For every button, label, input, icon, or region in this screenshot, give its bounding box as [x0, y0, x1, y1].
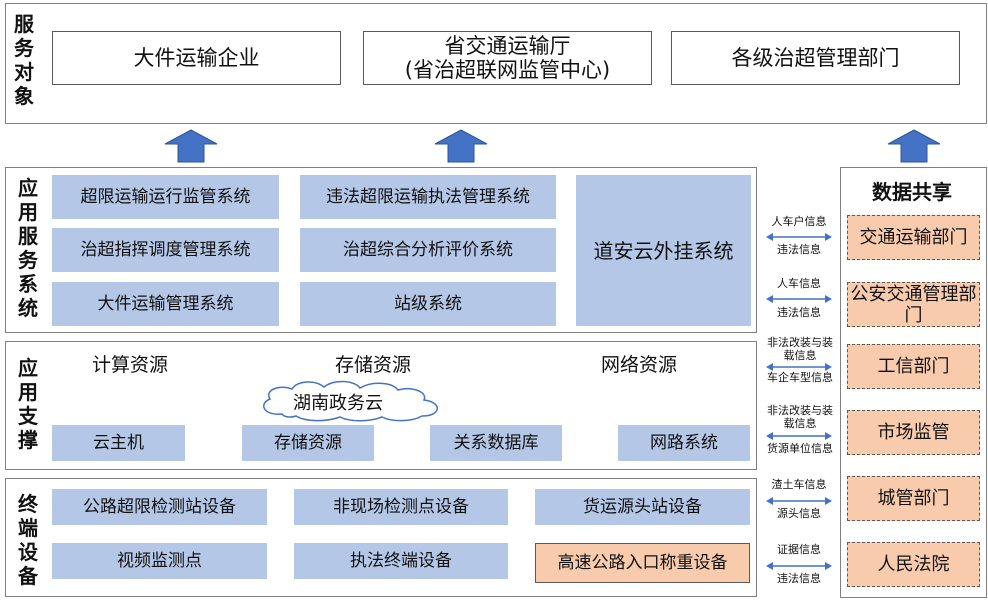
service-box-3: 各级治超管理部门	[671, 31, 960, 85]
up-arrow-icon	[887, 129, 941, 163]
support-item-2: 存储资源	[242, 425, 374, 461]
flow-2-bottom: 违法信息	[777, 306, 821, 319]
terminal-row1-item-1: 公路超限检测站设备	[52, 489, 267, 525]
resource-compute: 计算资源	[92, 354, 169, 376]
terminal-row2-item-3: 高速公路入口称重设备	[535, 543, 750, 583]
double-arrow-icon	[766, 295, 832, 303]
service-box-3-label: 各级治超管理部门	[731, 46, 900, 70]
sharing-item-5: 城管部门	[847, 476, 980, 521]
resource-storage: 存储资源	[335, 354, 412, 376]
support-item-1: 云主机	[52, 425, 185, 461]
double-arrow-icon	[766, 233, 832, 241]
sharing-item-6: 人民法院	[847, 542, 980, 587]
service-box-1: 大件运输企业	[52, 31, 341, 85]
up-arrow-icon	[434, 129, 488, 163]
app-system-big-box: 道安云外挂系统	[576, 175, 751, 326]
app-system-col2-item-2: 治超综合分析评价系统	[300, 228, 556, 272]
up-arrow-icon	[164, 129, 218, 163]
service-box-1-label: 大件运输企业	[133, 46, 260, 70]
service-box-2-label: 省交通运输厅	[444, 34, 571, 58]
cloud-icon	[263, 380, 438, 422]
double-arrow-icon	[766, 562, 832, 570]
resource-network: 网络资源	[601, 354, 678, 376]
flow-4-top: 非法改装与装载信息	[767, 404, 833, 430]
terminal-row1-item-3: 货运源头站设备	[535, 489, 750, 525]
flow-6-top: 证据信息	[777, 543, 821, 556]
flow-6-bottom: 违法信息	[777, 572, 821, 585]
double-arrow-icon	[766, 363, 832, 371]
terminal-row2-item-2: 执法终端设备	[294, 543, 508, 579]
app-system-title: 应用服务系统	[18, 176, 38, 320]
sharing-item-2: 公安交通管理部门	[847, 282, 980, 327]
terminal-row1-item-2: 非现场检测点设备	[294, 489, 508, 525]
sharing-item-1: 交通运输部门	[847, 215, 980, 260]
double-arrow-icon	[766, 497, 832, 505]
app-system-col2-item-1: 违法超限运输执法管理系统	[300, 175, 556, 219]
service-box-2-sublabel: (省治超联网监管中心)	[404, 58, 611, 82]
support-item-3: 关系数据库	[430, 425, 562, 461]
sharing-item-4: 市场监管	[847, 410, 980, 455]
flow-4-bottom: 货源单位信息	[767, 442, 833, 455]
service-box-2: 省交通运输厅 (省治超联网监管中心)	[363, 31, 652, 85]
sharing-title: 数据共享	[872, 180, 952, 204]
app-system-col1-item-1: 超限运输运行监管系统	[52, 175, 279, 219]
flow-1-top: 人车户信息	[771, 215, 827, 228]
flow-3-top: 非法改装与装载信息	[767, 336, 833, 362]
service-title: 服务对象	[14, 12, 34, 108]
flow-5-top: 渣土车信息	[771, 478, 827, 491]
double-arrow-icon	[766, 432, 832, 440]
app-system-col1-item-3: 大件运输管理系统	[52, 282, 279, 326]
app-system-col1-item-2: 治超指挥调度管理系统	[52, 228, 279, 272]
terminal-title: 终端设备	[18, 492, 38, 588]
flow-1-bottom: 违法信息	[777, 243, 821, 256]
app-system-col2-item-3: 站级系统	[300, 282, 556, 326]
flow-2-top: 人车信息	[777, 277, 821, 290]
support-item-4: 网路系统	[618, 425, 750, 461]
flow-5-bottom: 源头信息	[777, 507, 821, 520]
flow-3-bottom: 车企车型信息	[767, 371, 833, 384]
app-support-title: 应用支撑	[18, 356, 38, 452]
sharing-item-3: 工信部门	[847, 344, 980, 389]
cloud-label: 湖南政务云	[293, 393, 383, 414]
terminal-row2-item-1: 视频监测点	[52, 543, 267, 579]
